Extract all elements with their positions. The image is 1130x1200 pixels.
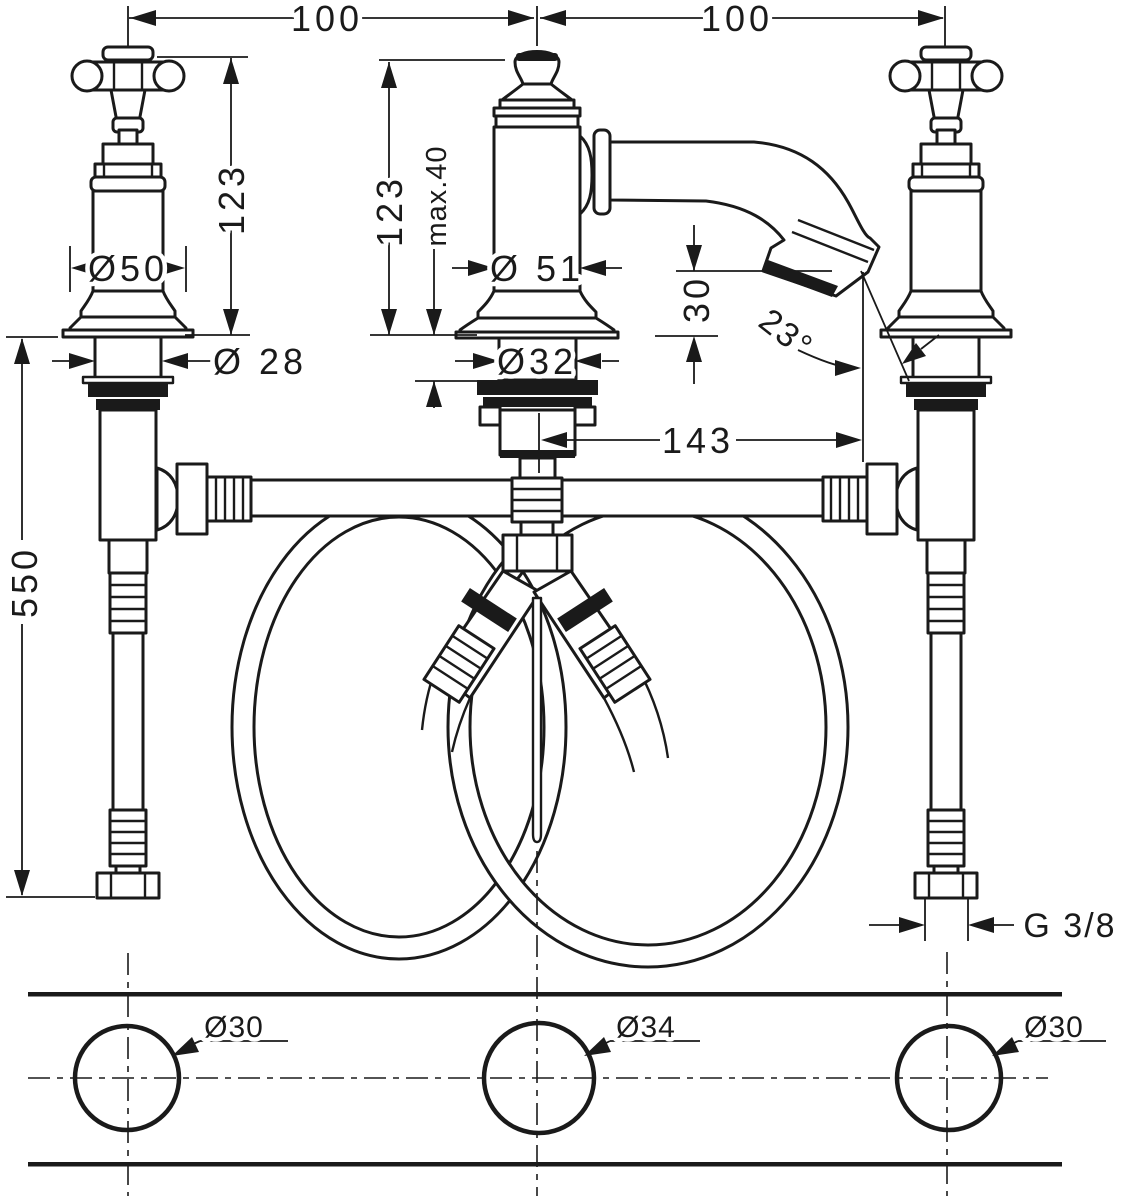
drill-hole-left — [72, 1023, 182, 1133]
left-valve-outlet — [155, 462, 253, 536]
left-valve-underdeck — [81, 335, 175, 900]
dim-spout-reach: 143 — [662, 420, 734, 461]
dim-spout-base-diameter: Ø 51 — [490, 248, 584, 289]
label-drill-hole-left: Ø30 — [204, 1011, 264, 1044]
left-cross-handle — [61, 45, 195, 339]
label-drill-hole-center: Ø34 — [616, 1011, 676, 1044]
right-cross-handle — [879, 45, 1013, 339]
dim-supply-thread: G 3/8 — [1023, 907, 1116, 945]
dim-spout-body-height: 123 — [369, 175, 410, 247]
corrugated-connector — [510, 476, 564, 524]
dim-max-deck-thickness: max.40 — [421, 145, 453, 246]
dimension-annotations: 100 100 123 123 max.40 Ø50 Ø 51 Ø 28 — [0, 0, 1119, 1056]
dim-spout-outlet-angle: 23° — [752, 301, 821, 366]
corrugated-connector — [821, 475, 869, 523]
spout-unit — [454, 50, 881, 382]
label-drill-hole-right: Ø30 — [1024, 1011, 1084, 1044]
dim-spout-outlet-height: 30 — [676, 275, 717, 323]
drill-hole-right — [894, 1023, 1004, 1133]
y-splitter-branches — [420, 569, 670, 773]
corrugated-connector — [422, 624, 496, 704]
spout-underdeck-hardware — [477, 380, 598, 573]
right-valve-outlet — [821, 462, 919, 536]
dim-handle-height: 123 — [211, 163, 252, 235]
drilling-template — [28, 851, 1062, 1196]
dim-handle-base-diameter: Ø50 — [88, 248, 168, 289]
right-valve-underdeck — [899, 335, 993, 900]
dim-hole-spacing-left: 100 — [291, 0, 363, 39]
drain-rod — [531, 596, 543, 844]
corrugated-connector — [578, 624, 652, 704]
dim-hose-length: 550 — [4, 546, 45, 618]
drill-hole-center — [481, 1020, 597, 1136]
dim-hole-spacing-right: 100 — [701, 0, 773, 39]
corrugated-connector — [205, 475, 253, 523]
dim-spout-shank-diameter: Ø32 — [497, 341, 577, 382]
dim-handle-shank-diameter: Ø 28 — [213, 341, 307, 382]
